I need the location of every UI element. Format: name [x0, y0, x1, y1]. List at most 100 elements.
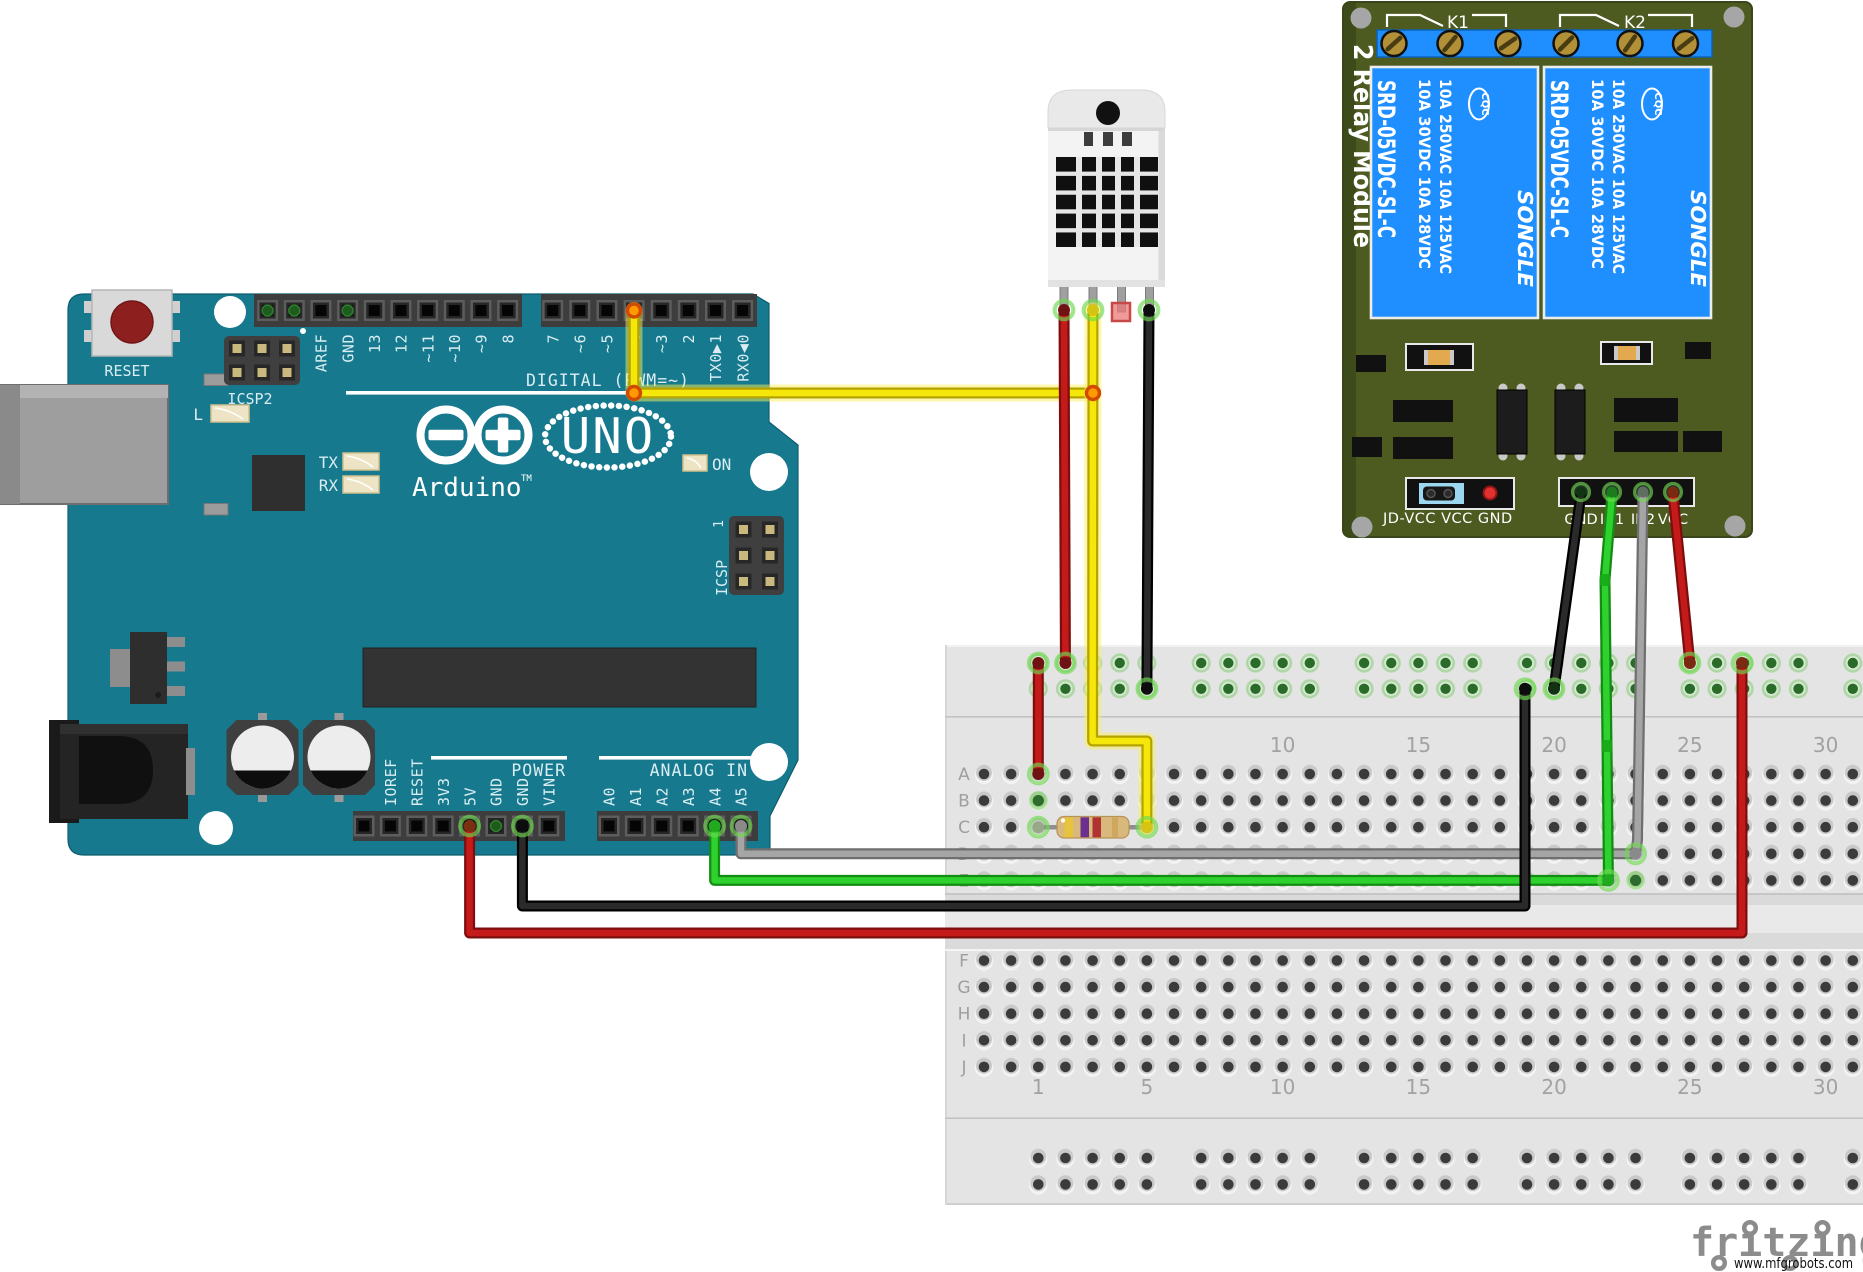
breadboard-hole: [978, 795, 990, 806]
breadboard-hole: [1195, 821, 1207, 833]
mounting-hole: [214, 296, 246, 328]
breadboard-hole: [1738, 955, 1750, 966]
breadboard-hole: [1657, 1061, 1669, 1073]
breadboard-hole: [1494, 1008, 1506, 1019]
breadboard-hole: [1304, 955, 1316, 966]
breadboard-hole: [1223, 1061, 1234, 1073]
breadboard-hole: [1711, 981, 1723, 993]
cqc-logo: [1641, 87, 1663, 121]
breadboard-hole: [1820, 875, 1831, 886]
logo-ring: [1781, 1254, 1799, 1272]
connection-ring: [458, 814, 482, 838]
icsp-pin1-label: 1: [712, 520, 727, 528]
breadboard-hole: [1711, 1035, 1723, 1046]
column-number-bottom: 1: [1032, 1075, 1045, 1099]
breadboard-hole: [1385, 981, 1397, 993]
breadboard-hole: [1168, 795, 1180, 806]
power-rail-hole: [1847, 683, 1859, 694]
breadboard-hole: [1304, 981, 1316, 993]
breadboard-hole: [1711, 955, 1723, 966]
breadboard-hole: [1548, 955, 1560, 966]
breadboard-hole: [1304, 1061, 1316, 1073]
breadboard-hole: [1847, 768, 1859, 780]
breadboard-hole: [1820, 768, 1831, 780]
breadboard-hole: [1467, 955, 1478, 966]
relay-2: [1542, 65, 1713, 320]
breadboard-hole: [1304, 1008, 1316, 1019]
breadboard-hole: [1114, 1035, 1126, 1046]
breadboard-hole: [1793, 768, 1804, 780]
column-number-top: 25: [1677, 733, 1702, 757]
breadboard-hole: [1005, 1008, 1017, 1019]
breadboard-hole: [1684, 768, 1696, 780]
breadboard-hole: [978, 1035, 990, 1046]
breadboard-hole: [1494, 981, 1506, 993]
breadboard-hole: [1060, 1008, 1071, 1019]
breadboard-hole: [1603, 1008, 1614, 1019]
power-rail-hole: [1250, 657, 1261, 669]
breadboard-hole: [1250, 981, 1261, 993]
breadboard-hole: [1250, 795, 1261, 806]
breadboard-hole: [978, 1008, 990, 1019]
breadboard-hole: [1385, 1035, 1397, 1046]
column-number-bottom: 20: [1541, 1075, 1566, 1099]
junction-dot: [625, 302, 643, 319]
breadboard-hole: [1793, 795, 1804, 806]
cqc-label: CQC: [1652, 92, 1663, 115]
power-rail-hole: [1711, 683, 1723, 694]
breadboard-hole: [1114, 1008, 1126, 1019]
power-rail-hole: [1440, 683, 1451, 694]
analog-pin-label: A4: [706, 787, 724, 806]
digital-pin-label: 8: [499, 334, 517, 344]
breadboard-hole: [1467, 1061, 1478, 1073]
breadboard-hole: [1304, 768, 1316, 780]
power-pin-label: IOREF: [382, 758, 400, 806]
breadboard-hole: [1114, 981, 1126, 993]
power-rail-hole: [1223, 683, 1234, 694]
breadboard-hole: [1277, 1061, 1288, 1073]
breadboard-hole: [1820, 981, 1831, 993]
digital-pin-label: ~10: [446, 334, 464, 363]
breadboard-hole: [1304, 1035, 1316, 1046]
power-rail-hole: [1250, 683, 1261, 694]
breadboard-hole: [1820, 795, 1831, 806]
breadboard-hole: [1033, 981, 1044, 993]
breadboard-hole: [1847, 795, 1859, 806]
power-rail-hole: [1277, 657, 1288, 669]
breadboard-hole: [1331, 955, 1343, 966]
breadboard-hole: [1195, 768, 1207, 780]
column-number-bottom: 30: [1813, 1075, 1838, 1099]
breadboard-hole: [1847, 1008, 1859, 1019]
breadboard-hole: [1820, 848, 1831, 860]
logo-ring: [1741, 1219, 1759, 1237]
power-rail-hole: [1576, 657, 1587, 669]
breadboard-hole: [1060, 981, 1071, 993]
breadboard-hole: [1494, 955, 1506, 966]
breadboard-hole: [1467, 981, 1478, 993]
connection-ring: [1026, 815, 1050, 839]
voltage-regulator: [130, 632, 167, 704]
breadboard-hole: [1060, 1035, 1071, 1046]
breadboard-hole: [1060, 768, 1071, 780]
breadboard-hole: [978, 981, 990, 993]
breadboard-hole: [1766, 1035, 1777, 1046]
power-rail-hole: [1277, 683, 1288, 694]
breadboard-hole: [1711, 848, 1723, 860]
breadboard-hole: [1114, 955, 1126, 966]
relay-brand: SONGLE: [1686, 190, 1710, 287]
breadboard-hole: [1250, 768, 1261, 780]
usb-connector: [0, 384, 169, 505]
analog-pin-label: A2: [654, 787, 672, 806]
power-rail-hole: [1711, 657, 1723, 669]
breadboard-hole: [1005, 955, 1017, 966]
terminal-strip: [1376, 29, 1713, 58]
row-letter: J: [960, 1058, 966, 1078]
digital-pin-label: ~9: [473, 334, 491, 353]
watermark-site: www.mfgrobots.com: [1734, 1256, 1853, 1272]
relay-model: SRD-05VDC-SL-C: [1545, 80, 1573, 238]
power-rail-hole: [1793, 657, 1804, 669]
breadboard-hole: [1738, 981, 1750, 993]
brand-label: Arduino: [412, 473, 522, 503]
breadboard-hole: [1413, 1035, 1424, 1046]
atmega-chip: [362, 647, 757, 708]
